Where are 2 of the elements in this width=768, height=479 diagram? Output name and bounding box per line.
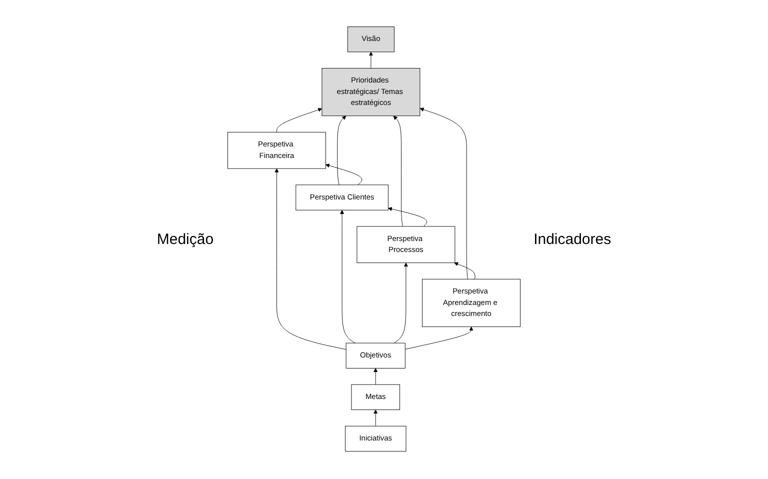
side-label: Medição: [156, 230, 214, 248]
side-label: Indicadores: [534, 230, 612, 248]
